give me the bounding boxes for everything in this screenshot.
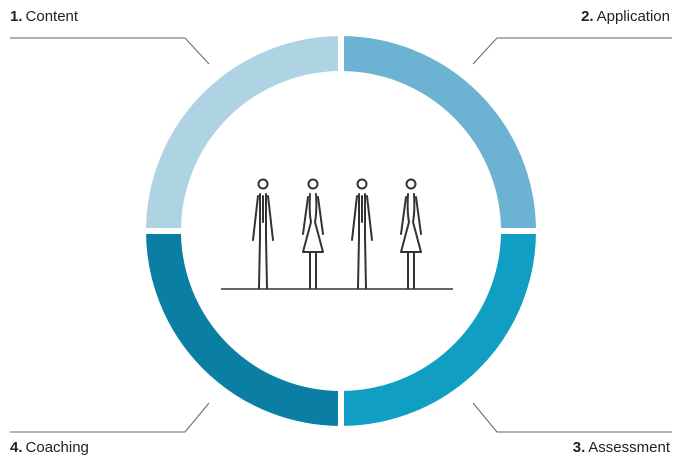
- segment-content: [139, 29, 344, 234]
- segment-application: [338, 29, 543, 234]
- man-icon: [252, 178, 274, 289]
- label-content-text: Content: [25, 8, 79, 25]
- segment-assessment: [338, 228, 543, 433]
- label-assessment-text: Assessment: [588, 439, 670, 456]
- label-content-number: 1.: [10, 8, 23, 25]
- leader-line-application: [472, 37, 672, 65]
- man-icon: [351, 178, 373, 289]
- label-coaching: 4.Coaching: [10, 439, 89, 457]
- woman-icon: [302, 178, 324, 289]
- label-application-number: 2.: [581, 8, 594, 25]
- label-coaching-text: Coaching: [25, 439, 89, 456]
- label-assessment: 3.Assessment: [573, 439, 670, 457]
- label-content: 1.Content: [10, 8, 78, 26]
- label-application-text: Application: [596, 8, 670, 25]
- label-application: 2.Application: [581, 8, 670, 26]
- label-coaching-number: 4.: [10, 439, 23, 456]
- leader-line-content: [10, 37, 210, 65]
- label-assessment-number: 3.: [572, 439, 586, 456]
- leader-line-assessment: [472, 402, 672, 433]
- segment-coaching: [139, 228, 344, 433]
- leader-line-coaching: [10, 402, 210, 433]
- woman-icon: [400, 178, 422, 289]
